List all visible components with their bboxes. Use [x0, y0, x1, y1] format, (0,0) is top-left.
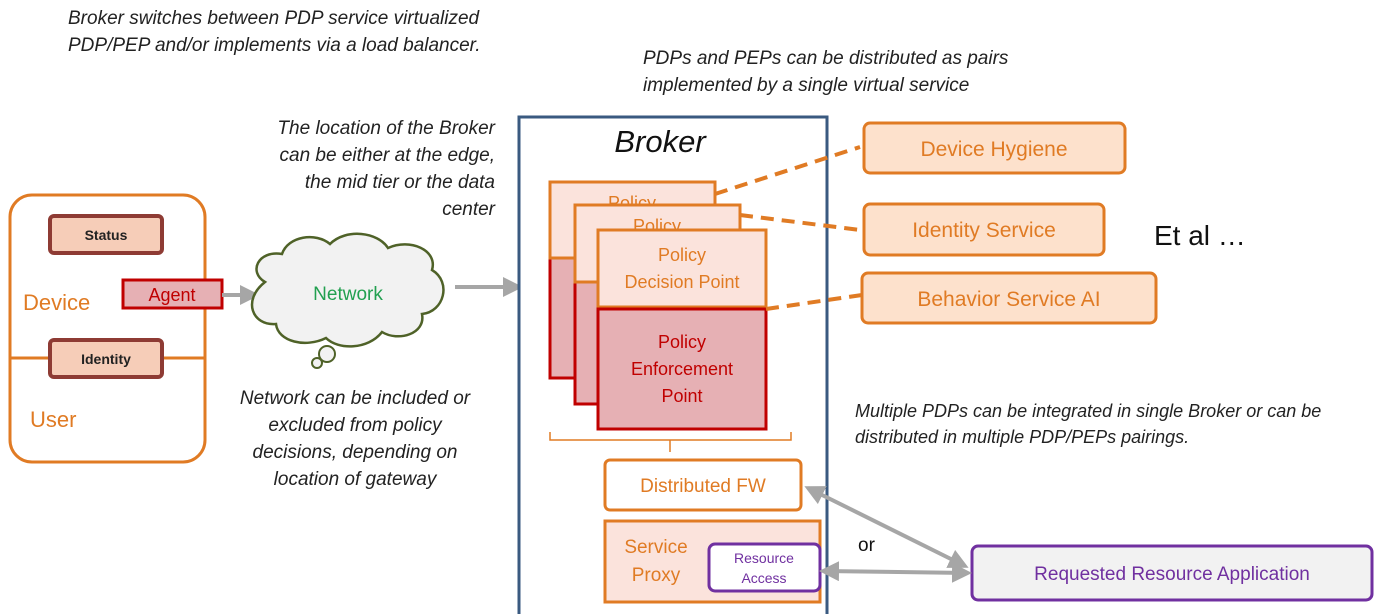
- device-hygiene-label: Device Hygiene: [920, 138, 1067, 161]
- note-broker-location: The location of the Broker can be either…: [277, 118, 495, 220]
- distributed-fw-box: [603, 458, 803, 512]
- device-label: Device: [23, 290, 90, 315]
- pdp-behavior-connector: [765, 293, 863, 311]
- stack-brace: [549, 432, 792, 452]
- network-cloud-puff-2: [311, 357, 323, 369]
- user-label: User: [30, 407, 76, 432]
- pep-front-line3: Point: [661, 386, 702, 406]
- network-cloud: [250, 232, 445, 348]
- fw-resource-arrow: [804, 486, 969, 568]
- service-proxy-line1: Service: [624, 537, 687, 558]
- status-label: Status: [85, 227, 128, 243]
- identity-box: [48, 338, 164, 379]
- proxy-resource-arrow: [819, 561, 972, 583]
- note-broker-switches: Broker switches between PDP service virt…: [68, 8, 481, 56]
- behavior-service-label: Behavior Service AI: [917, 288, 1100, 311]
- device-hygiene-box: [862, 121, 1127, 175]
- note-multiple-pdps: Multiple PDPs can be integrated in singl…: [855, 401, 1322, 447]
- pep-front-line2: Enforcement: [631, 359, 733, 379]
- agent-box: [121, 278, 224, 310]
- identity-label: Identity: [81, 351, 131, 367]
- pdp-hygiene-connector: [714, 145, 861, 196]
- note-network-decisions: Network can be included or excluded from…: [239, 388, 471, 490]
- device-user-container: [8, 193, 207, 464]
- broker-title: Broker: [614, 124, 707, 159]
- network-label: Network: [313, 284, 383, 305]
- pdp-card-front: [596, 228, 768, 309]
- pdp-front-line2: Decision Point: [624, 272, 739, 292]
- status-box: [48, 214, 164, 255]
- pep-card-front: [596, 307, 768, 431]
- requested-resource-box: [970, 544, 1374, 602]
- network-cloud-puff-1: [318, 345, 336, 363]
- requested-resource-label: Requested Resource Application: [1034, 564, 1310, 585]
- pep-front-line1: Policy: [658, 332, 706, 352]
- note-pdp-pep-pairs: PDPs and PEPs can be distributed as pair…: [643, 48, 1009, 96]
- identity-service-box: [862, 202, 1106, 257]
- resource-access-line2: Access: [741, 570, 786, 586]
- service-proxy-line2: Proxy: [632, 565, 681, 586]
- distributed-fw-label: Distributed FW: [640, 476, 766, 497]
- pdp-front-line1: Policy: [658, 245, 706, 265]
- et-al-label: Et al …: [1154, 220, 1246, 251]
- behavior-service-box: [860, 271, 1158, 325]
- or-label: or: [858, 535, 876, 556]
- agent-label: Agent: [148, 285, 195, 305]
- identity-service-label: Identity Service: [912, 219, 1056, 242]
- resource-access-line1: Resource: [734, 550, 794, 566]
